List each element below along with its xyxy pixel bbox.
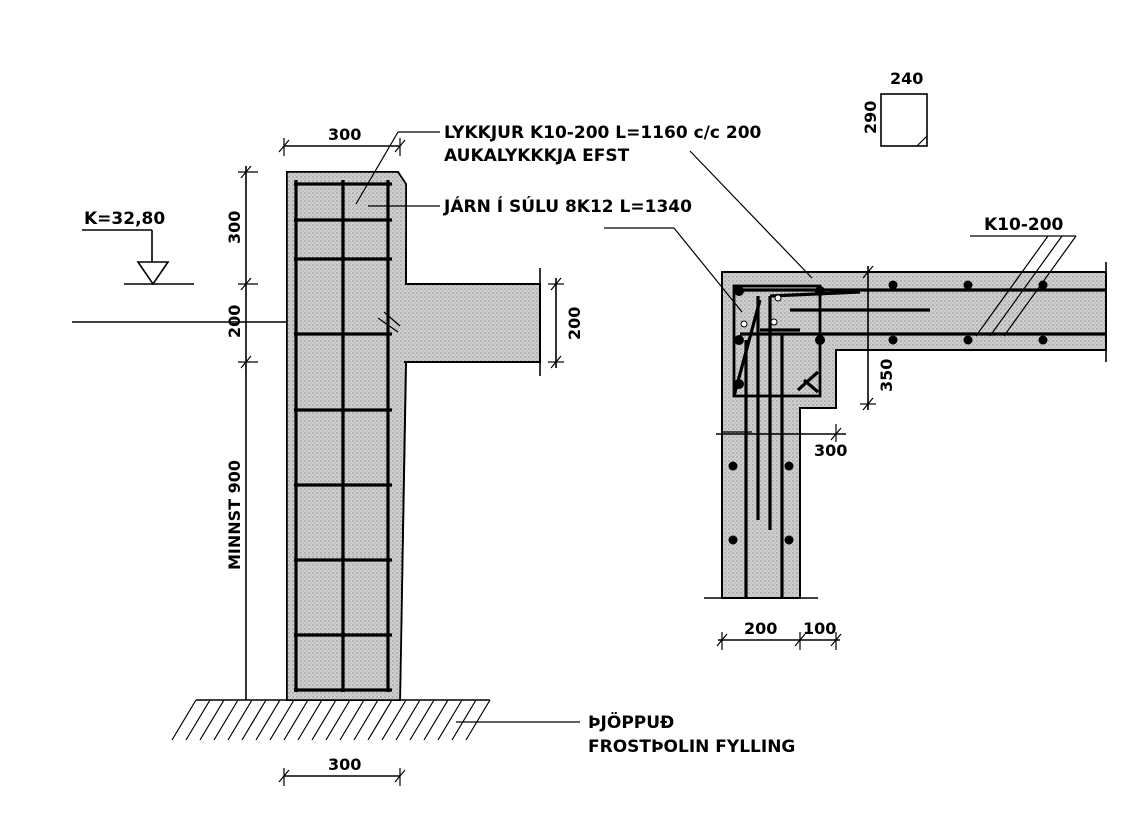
dim-minnst: MINNST 900 xyxy=(225,460,244,570)
slab-bars xyxy=(732,288,1106,397)
dim-300-detail: 300 xyxy=(716,424,847,460)
column-vertical-bars xyxy=(294,180,390,692)
k10-label: K10-200 xyxy=(984,215,1064,235)
soil-label-2: FROSTÞOLIN FYLLING xyxy=(588,737,795,757)
dim-300-detail-label: 300 xyxy=(814,441,847,460)
bar-dots xyxy=(728,280,1048,545)
beam-bar-mark xyxy=(377,311,401,333)
top-dim-label: 300 xyxy=(328,125,361,144)
beam-dimension: 200 xyxy=(548,277,584,369)
soil-label-1: ÞJÖPPUÐ xyxy=(588,711,674,733)
column-section: K=32,80 300 300 200 MINNST 900 xyxy=(72,123,795,786)
dim-200-v: 200 xyxy=(225,305,244,338)
leader-stirrups xyxy=(355,131,399,205)
dim-200-beam: 200 xyxy=(565,307,584,340)
level-marker: K=32,80 xyxy=(82,209,194,286)
dim-100-bottom: 100 xyxy=(803,619,836,638)
bottom-dimension: 300 xyxy=(278,755,406,786)
top-dimension: 300 xyxy=(278,125,406,156)
callout-bars: JÁRN Í SÚLU 8K12 L=1340 xyxy=(443,195,692,217)
k10-callout: K10-200 xyxy=(970,215,1077,337)
column-stirrups xyxy=(294,182,392,692)
leader-extra-stirrup xyxy=(689,150,813,279)
bottom-dims-detail: 200 100 xyxy=(716,619,842,650)
dim-200-bottom: 200 xyxy=(744,619,777,638)
stirrup-shape-key: 240 290 xyxy=(861,69,928,147)
dim-350: 350 xyxy=(860,265,896,411)
dim-300-v: 300 xyxy=(225,211,244,244)
dim-350-label: 350 xyxy=(877,359,896,392)
level-label: K=32,80 xyxy=(84,209,165,229)
corner-detail: 240 290 xyxy=(604,69,1107,650)
callout-extra: AUKALYKKKJA EFST xyxy=(444,146,630,166)
detail-240: 240 xyxy=(890,69,923,88)
vertical-dimensions: 300 200 MINNST 900 xyxy=(225,165,258,700)
detail-290: 290 xyxy=(861,101,880,134)
corner-concrete xyxy=(721,271,1107,599)
soil-hatch xyxy=(171,699,491,741)
bottom-dim-label: 300 xyxy=(328,755,361,774)
callout-stirrups: LYKKJUR K10-200 L=1160 c/c 200 xyxy=(444,123,762,143)
